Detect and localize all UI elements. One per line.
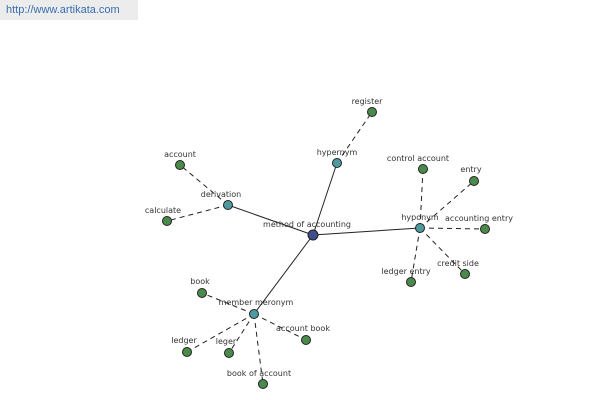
relation-edge-derivation [227, 204, 314, 236]
term-label-credit-side: credit side [437, 259, 479, 268]
relation-label-member-meronym: member meronym [219, 298, 294, 307]
term-node-credit-side[interactable] [460, 269, 470, 279]
term-label-calculate: calculate [145, 206, 181, 215]
term-edge-book-of-account [253, 313, 264, 385]
center-node[interactable] [307, 229, 319, 241]
term-label-ledger: ledger [171, 336, 197, 345]
term-edge-calculate [166, 204, 229, 222]
term-edge-credit-side [419, 227, 466, 275]
term-edge-ledger-entry [410, 227, 421, 283]
term-node-leger[interactable] [224, 348, 234, 358]
term-node-calculate[interactable] [162, 216, 172, 226]
term-label-entry: entry [460, 165, 481, 174]
term-node-ledger-entry[interactable] [406, 277, 416, 287]
term-edge-entry [419, 180, 475, 229]
term-node-book-of-account[interactable] [258, 379, 268, 389]
term-label-control-account: control account [387, 154, 449, 163]
center-node-label: method of accounting [263, 220, 351, 229]
relation-edge-member-meronym [253, 234, 314, 315]
term-edge-account-book [253, 313, 307, 341]
term-edge-book [201, 292, 255, 315]
term-label-book-of-account: book of account [227, 369, 291, 378]
term-node-ledger[interactable] [182, 347, 192, 357]
term-label-book: book [190, 277, 210, 286]
relation-edge-hypernym [312, 162, 338, 236]
term-label-register: register [352, 97, 384, 106]
site-link[interactable]: http://www.artikata.com [6, 4, 120, 16]
term-node-accounting-entry[interactable] [480, 224, 490, 234]
term-edge-account [179, 164, 229, 206]
header-bar: http://www.artikata.com [0, 0, 138, 20]
term-label-account-book: account book [276, 324, 330, 333]
term-node-account-book[interactable] [301, 335, 311, 345]
term-edge-control-account [419, 168, 424, 229]
term-node-account[interactable] [175, 160, 185, 170]
term-edge-register [336, 111, 373, 164]
term-label-leger: leger [216, 337, 237, 346]
term-node-control-account[interactable] [418, 164, 428, 174]
relation-label-hypernym: hypernym [317, 148, 358, 157]
relation-node-hypernym[interactable] [332, 158, 342, 168]
term-edge-accounting-entry [419, 227, 486, 230]
term-edge-leger [228, 313, 255, 354]
term-label-ledger-entry: ledger entry [381, 267, 430, 276]
graph-labels: method of accounting hypernym register deri… [145, 97, 513, 378]
relation-label-hyponym: hyponym [401, 213, 439, 222]
term-node-entry[interactable] [469, 176, 479, 186]
graph-edges [166, 111, 486, 385]
term-label-accounting-entry: accounting entry [445, 214, 513, 223]
relation-node-hyponym[interactable] [415, 223, 425, 233]
term-label-account: account [164, 150, 196, 159]
term-node-register[interactable] [367, 107, 377, 117]
relation-label-derivation: derivation [201, 190, 241, 199]
relation-edge-hyponym [312, 227, 421, 236]
relation-node-derivation[interactable] [223, 200, 233, 210]
graph-nodes [162, 107, 490, 389]
term-node-book[interactable] [197, 288, 207, 298]
term-edge-ledger [186, 313, 255, 353]
relation-node-member-meronym[interactable] [249, 309, 259, 319]
